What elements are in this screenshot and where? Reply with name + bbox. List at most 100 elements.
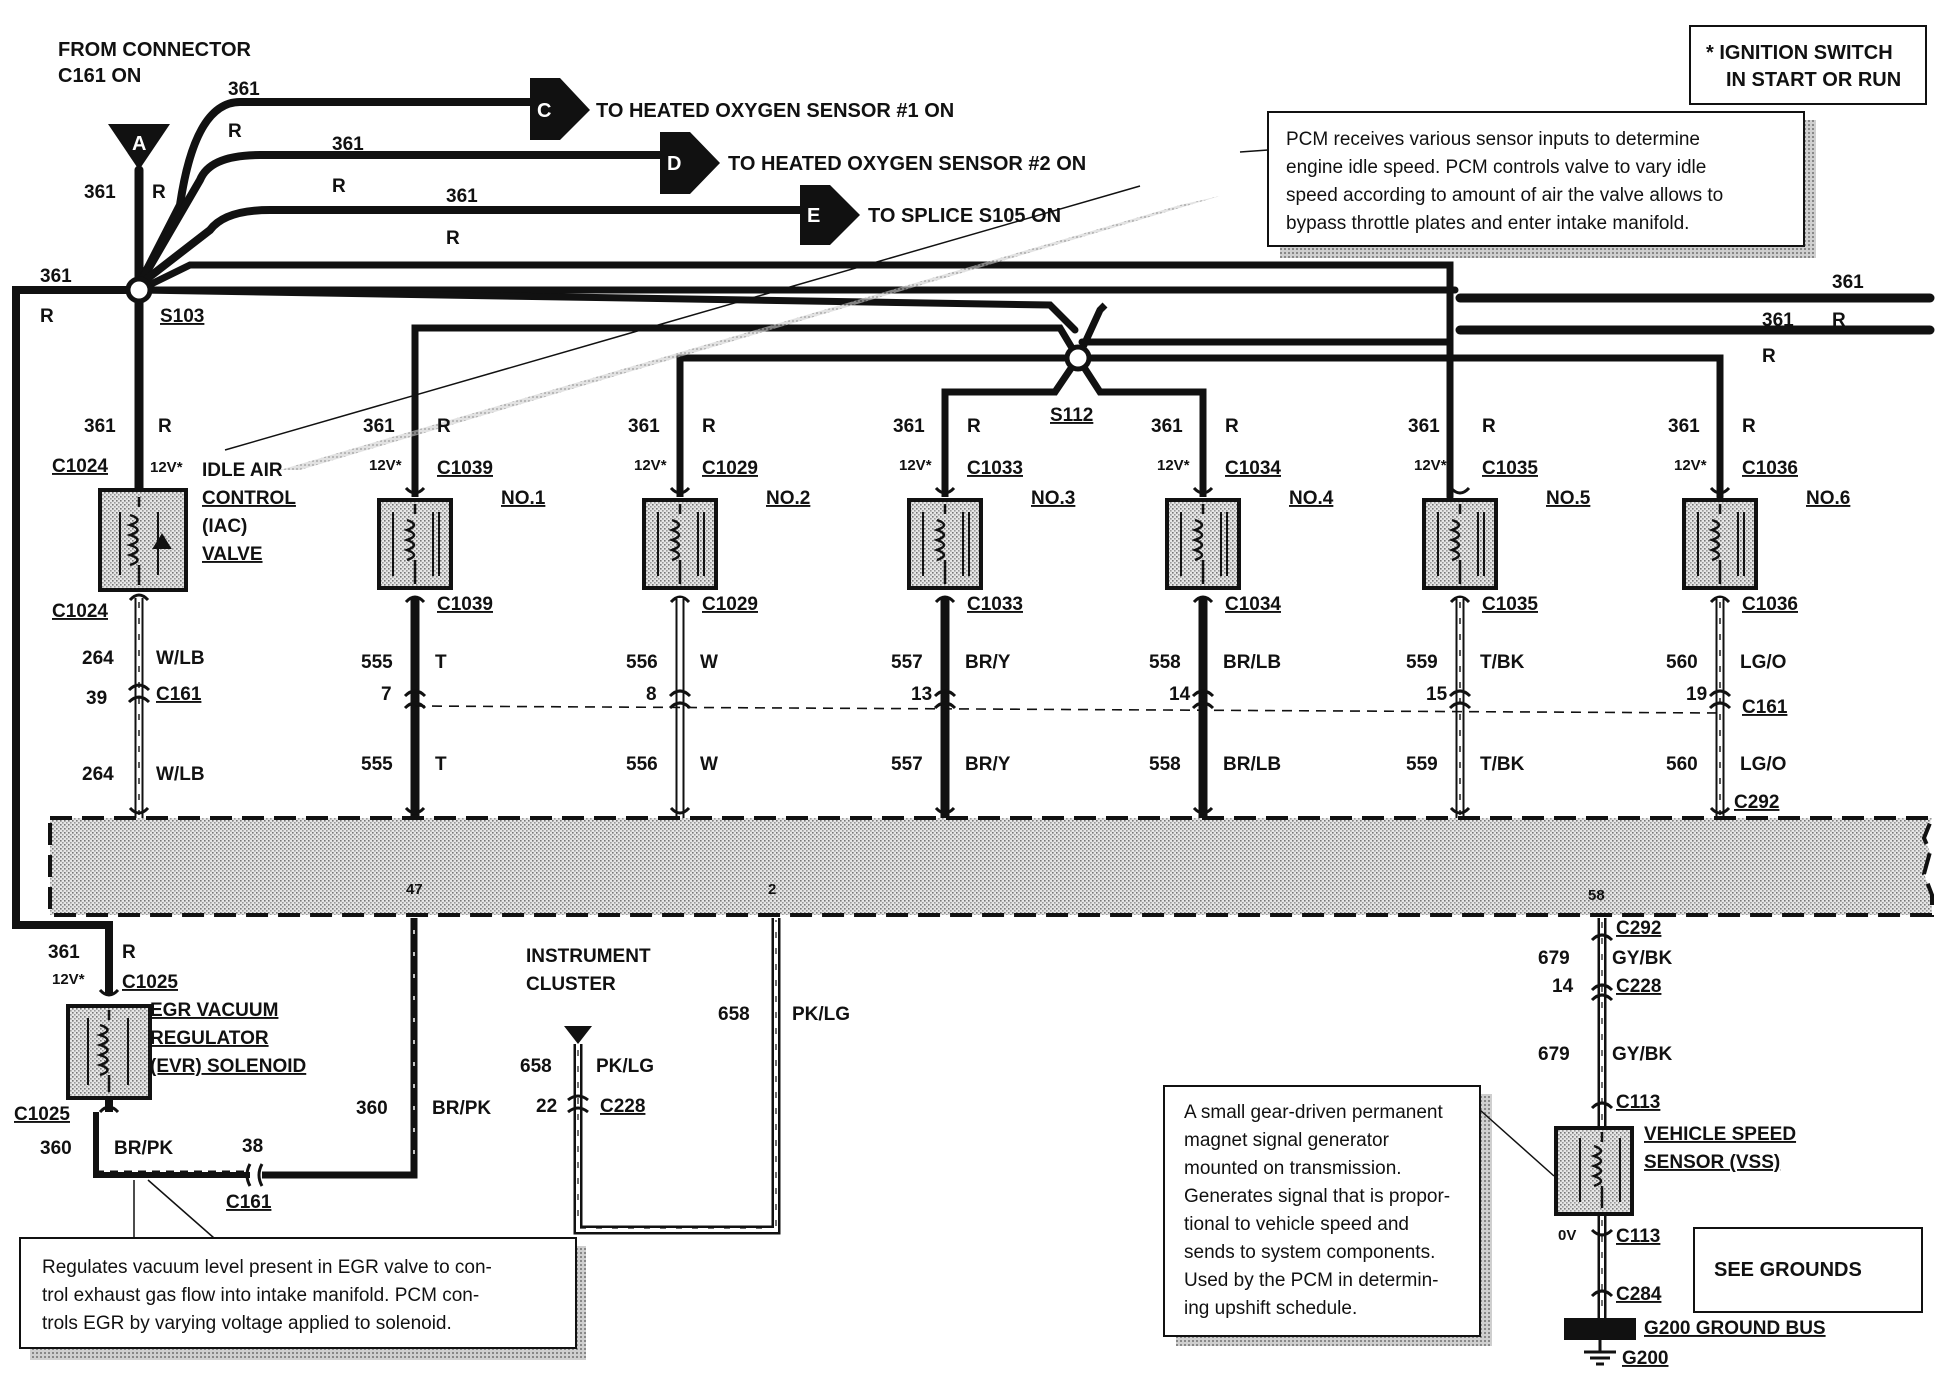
iac-color-lower: W/LB — [156, 764, 205, 785]
injector-circuit: 560 — [1666, 652, 1698, 673]
injector-color-top: R — [967, 416, 981, 437]
injector-voltage: 12V* — [1157, 457, 1190, 474]
vss-c228-pin: 14 — [1552, 976, 1574, 997]
injector-connector-top: C1029 — [702, 458, 758, 479]
note-pointer — [224, 185, 1141, 451]
vss-ground-bus: G200 GROUND BUS — [1644, 1318, 1826, 1339]
top-note: PCM receives various sensor inputs to de… — [1239, 111, 1816, 258]
feed-c-circuit: 361 — [228, 79, 260, 100]
injector-color: LG/O — [1740, 652, 1786, 673]
source-color: R — [152, 182, 166, 203]
right-circuit-top: 361 — [1832, 272, 1864, 293]
vehicle-speed-sensor: C292 679 GY/BK 14 C228 679 GY/BK C113 VE… — [1538, 918, 1826, 1369]
splice-s112-label: S112 — [1050, 405, 1093, 426]
injector-circuit: 558 — [1149, 652, 1181, 673]
iac-name-2: CONTROL — [202, 488, 296, 509]
feed-c-letter: C — [537, 100, 551, 122]
evr-pcm-color: BR/PK — [432, 1098, 491, 1119]
s112-branches — [411, 302, 1207, 497]
vss-coil-icon — [1590, 1132, 1604, 1208]
injector-connector-top: C1033 — [967, 458, 1023, 479]
connector-e-icon — [800, 185, 860, 245]
evr-color: BR/PK — [114, 1138, 173, 1159]
injector-circuit-lower: 560 — [1666, 754, 1698, 775]
injector-connector-bottom: C1033 — [967, 594, 1023, 615]
vss-c284: C284 — [1616, 1284, 1662, 1305]
injector-c161-pin: 14 — [1169, 684, 1191, 705]
injector-c161-pin: 7 — [381, 684, 392, 705]
feed-arrows: C D E — [530, 78, 860, 245]
evr-name-3: (EVR) SOLENOID — [150, 1056, 306, 1077]
injector-color-lower: T/BK — [1480, 754, 1525, 775]
injector-circuit-top: 361 — [628, 416, 660, 437]
injector-color-top: R — [1225, 416, 1239, 437]
injector-coil-icon — [1448, 504, 1462, 584]
evr-connector-top: C1025 — [122, 972, 178, 993]
iac-circuit-lower: 264 — [82, 764, 114, 785]
injector-c161-pin: 13 — [911, 684, 932, 705]
injector-color-top: R — [702, 416, 716, 437]
connector-a-letter: A — [132, 133, 146, 155]
pcm-pin-cluster: 2 — [768, 881, 776, 898]
evr-circuit: 360 — [40, 1138, 72, 1159]
feed-e-color: R — [446, 228, 460, 249]
vss-c113-top: C113 — [1616, 1092, 1660, 1113]
evr-c161-connector — [245, 1163, 252, 1187]
instrument-cluster: INSTRUMENT CLUSTER 658 PK/LG 22 C228 658… — [520, 918, 850, 1235]
injector-color: T/BK — [1480, 652, 1525, 673]
injector-circuit-lower: 558 — [1149, 754, 1181, 775]
injector-circuit-top: 361 — [893, 416, 925, 437]
right-color-low: R — [1762, 346, 1776, 367]
feed-c-color: R — [228, 121, 242, 142]
evr-body — [66, 1004, 152, 1100]
vss-voltage: 0V — [1558, 1227, 1576, 1244]
injector-color-top: R — [1482, 416, 1496, 437]
vss-note-line3: mounted on transmission. — [1184, 1158, 1402, 1179]
legend-line1: * IGNITION SWITCH — [1706, 42, 1893, 64]
injector-circuit: 557 — [891, 652, 923, 673]
injector-name: NO.4 — [1289, 488, 1334, 509]
iac-name-1: IDLE AIR — [202, 460, 283, 481]
evr-name-2: REGULATOR — [150, 1028, 269, 1049]
injector-connector-bottom: C1034 — [1225, 594, 1281, 615]
left-color: R — [40, 306, 54, 327]
injector-color-lower: BR/Y — [965, 754, 1011, 775]
iac-color: W/LB — [156, 648, 205, 669]
c161-connector-dash — [414, 705, 1721, 714]
injector-circuit-lower: 556 — [626, 754, 658, 775]
vss-c228: C228 — [1616, 976, 1661, 997]
bottom-note: Regulates vacuum level present in EGR va… — [19, 1179, 586, 1360]
evr-coil-icon — [96, 1010, 111, 1092]
injector-color-top: R — [1742, 416, 1756, 437]
cluster-name-2: CLUSTER — [526, 974, 616, 995]
legend-box: * IGNITION SWITCH IN START OR RUN — [1689, 25, 1927, 105]
injector-voltage: 12V* — [1414, 457, 1447, 474]
c292-right-label: C292 — [1734, 792, 1779, 813]
connector-c-icon — [530, 78, 590, 140]
vss-note-line7: Used by the PCM in determin- — [1184, 1270, 1439, 1291]
evr-voltage: 12V* — [52, 971, 85, 988]
injector-color-lower: LG/O — [1740, 754, 1786, 775]
injector-c161-pin: 8 — [646, 684, 657, 705]
injector-circuit-lower: 559 — [1406, 754, 1438, 775]
pcm-module — [48, 816, 1935, 917]
vss-note-line2: magnet signal generator — [1184, 1130, 1390, 1151]
feed-d-circuit: 361 — [332, 134, 364, 155]
iac-circuit: 264 — [82, 648, 114, 669]
see-grounds-label: SEE GROUNDS — [1714, 1259, 1862, 1281]
injector-voltage: 12V* — [634, 457, 667, 474]
cluster-name-1: INSTRUMENT — [526, 946, 651, 967]
injector-circuit: 559 — [1406, 652, 1438, 673]
vss-c113-bottom: C113 — [1616, 1226, 1660, 1247]
injector-coil-icon — [403, 504, 417, 584]
injector-circuit-top: 361 — [1408, 416, 1440, 437]
top-note-line1: PCM receives various sensor inputs to de… — [1286, 129, 1700, 150]
cluster-pcm-color: PK/LG — [792, 1004, 850, 1025]
injector-connector-bottom: C1029 — [702, 594, 758, 615]
